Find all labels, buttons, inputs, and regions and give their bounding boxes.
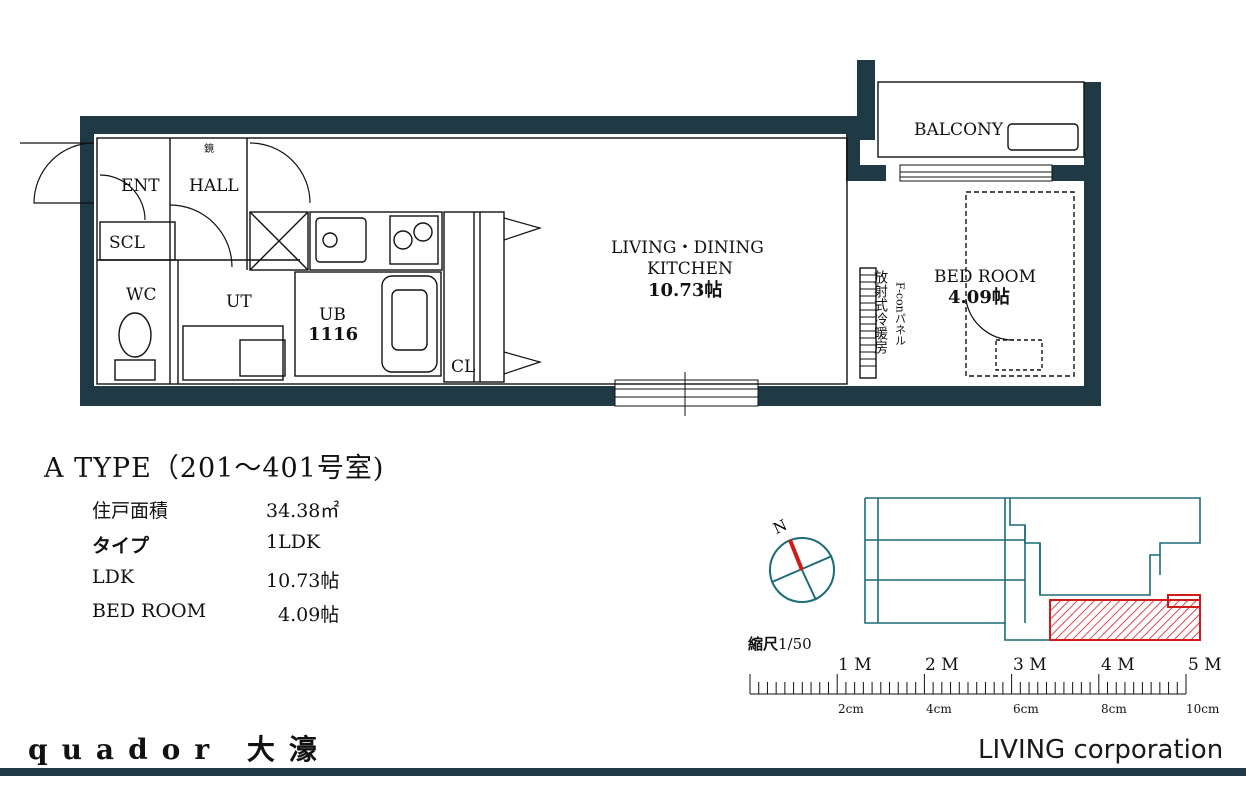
scale-cm-label: 10cm	[1186, 702, 1220, 716]
label-mirror: 鏡	[204, 142, 214, 155]
label-ent: ENT	[121, 176, 160, 196]
scale-ruler: 1 M 2 M 3 M 4 M 5 M 2cm 4cm 6cm 8cm 10cm	[749, 655, 1222, 716]
exterior-walls	[80, 60, 1101, 406]
label-wc: WC	[126, 285, 156, 305]
door-arcs	[20, 142, 1015, 375]
compass-icon: N	[769, 516, 835, 603]
scale-meter-label: 2 M	[925, 655, 959, 675]
spec-value: 10.73帖	[266, 570, 340, 592]
spec-key: タイプ	[92, 535, 150, 557]
brand-living-corporation: LIVING corporation	[978, 735, 1224, 765]
stove-icon	[389, 215, 439, 265]
label-cl: CL	[451, 357, 475, 377]
spec-key: 住戸面積	[92, 500, 169, 522]
spec-key: BED ROOM	[92, 600, 207, 622]
label-scl: SCL	[109, 233, 145, 253]
key-plan	[864, 497, 1201, 641]
label-ldk-line1: LIVING・DINING	[611, 238, 764, 258]
floor-plan: ENT HALL 鏡 SCL WC UT UB 1116 CL LIVING・D…	[20, 60, 1101, 416]
scale-cm-label: 8cm	[1101, 702, 1127, 716]
scale-cm-label: 6cm	[1013, 702, 1039, 716]
label-ldk-line2: KITCHEN	[647, 259, 733, 279]
scale-meter-label: 5 M	[1188, 655, 1222, 675]
label-hall: HALL	[189, 176, 239, 196]
unit-title: A TYPE（201～401号室)	[44, 453, 385, 484]
label-bedroom: BED ROOM	[934, 267, 1036, 287]
label-balcony: BALCONY	[914, 120, 1004, 140]
label-ut: UT	[226, 292, 252, 312]
spec-value: 34.38㎡	[266, 500, 340, 522]
scale-label-prefix: 縮尺	[748, 635, 779, 653]
label-heater-line2: F-conパネル	[894, 282, 907, 346]
label-ub-size: 1116	[308, 324, 358, 345]
scale-label-value: 1/50	[778, 635, 812, 653]
label-heater-line1: 放射式冷暖房	[872, 270, 888, 354]
label-ldk-area: 10.73帖	[648, 279, 722, 301]
scale-cm-label: 4cm	[926, 702, 952, 716]
heater-panel-icon	[860, 274, 876, 367]
scale-cm-label: 2cm	[838, 702, 864, 716]
spec-value: 1LDK	[266, 531, 321, 553]
scale-meter-label: 4 M	[1101, 655, 1135, 675]
brand-quador: quador 大濠	[28, 733, 331, 766]
scale-meter-label: 1 M	[838, 655, 872, 675]
scale-label: 縮尺1/50	[748, 633, 812, 654]
scale-meter-label: 3 M	[1013, 655, 1047, 675]
compass-north-label: N	[770, 516, 790, 538]
footer-bar	[0, 768, 1246, 776]
spec-key: LDK	[92, 566, 135, 588]
label-ub: UB	[319, 305, 346, 325]
spec-value: 4.09帖	[278, 604, 340, 626]
label-bedroom-area: 4.09帖	[948, 286, 1010, 308]
